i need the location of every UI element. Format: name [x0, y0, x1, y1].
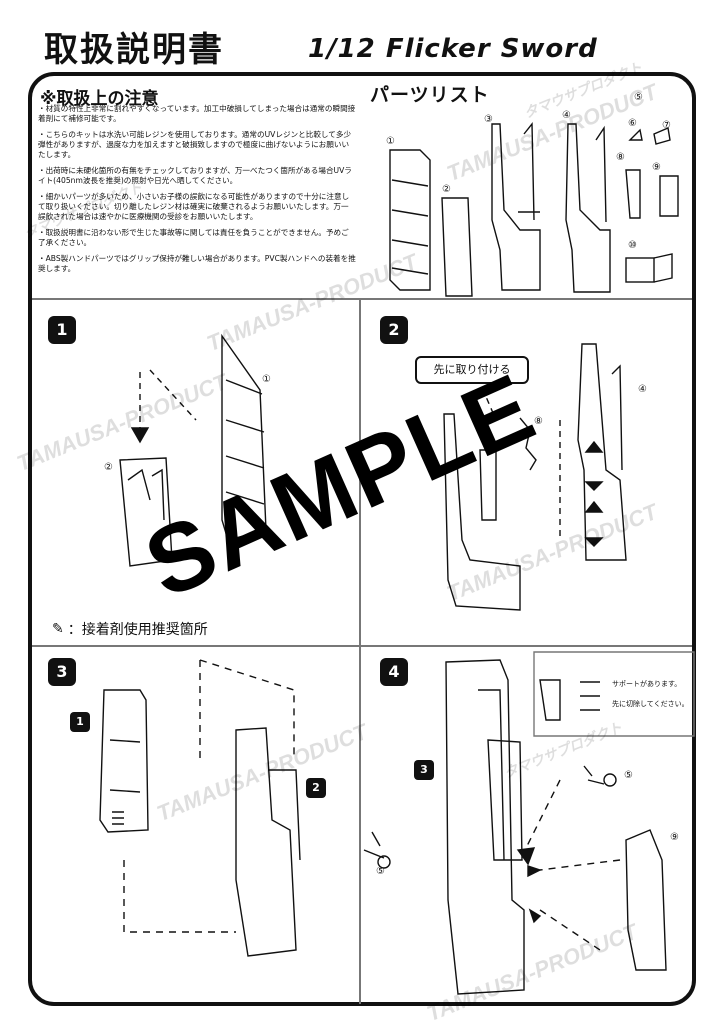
glue-legend: ✎ ：接着剤使用推奨箇所	[52, 619, 208, 639]
part-label-1: ①	[386, 136, 395, 147]
note-item: ・細かいパーツが多いため、小さいお子様の誤飲になる可能性がありますので十分に注意…	[38, 192, 350, 221]
step-4-part-label: ⑤	[624, 770, 633, 781]
note-item: ・材質の特性上非常に割れやすくなっています。加工中破損してしまった場合は通常の瞬…	[38, 104, 356, 123]
support-note-line: サポートがあります。	[612, 680, 682, 688]
glue-tube-icon: ✎	[52, 621, 64, 637]
step-4-part-label: ⑨	[670, 832, 679, 843]
note-item: ・出荷時に未硬化箇所の有無をチェックしておりますが、万一べたつく箇所がある場合U…	[38, 166, 352, 185]
part-label-4: ④	[562, 110, 571, 121]
step-4-part-label: ⑤	[376, 866, 385, 877]
divider-vertical	[359, 300, 361, 1004]
main-frame	[28, 72, 696, 1006]
step-2-part-label: ④	[638, 384, 647, 395]
step-4-badge: 4	[380, 658, 408, 686]
notes-title: ※取扱上の注意	[40, 89, 159, 109]
note-item: ・こちらのキットは水洗い可能レジンを使用しております。通常のUVレジンと比較して…	[38, 130, 352, 159]
part-label-5: ⑤	[634, 92, 643, 103]
step-1-badge: 1	[48, 316, 76, 344]
part-label-9: ⑨	[652, 162, 661, 173]
step-2-callout: 先に取り付ける	[415, 356, 529, 384]
glue-legend-text: ：接着剤使用推奨箇所	[67, 622, 208, 638]
support-note-line: 先に切除してください。	[612, 700, 689, 708]
step-3-ref-2: 2	[306, 778, 326, 798]
part-label-6: ⑥	[628, 118, 637, 129]
step-2-badge: 2	[380, 316, 408, 344]
support-note: サポートがあります。 先に切除してください。	[612, 674, 689, 714]
part-label-3: ③	[484, 114, 493, 125]
notes-list: ・材質の特性上非常に割れやすくなっています。加工中破損してしまった場合は通常の瞬…	[38, 104, 356, 280]
step-2-part-label: ⑧	[534, 416, 543, 427]
part-label-8: ⑧	[616, 152, 625, 163]
step-3-badge: 3	[48, 658, 76, 686]
note-item: ・ABS製ハンドパーツではグリップ保持が難しい場合があります。PVC製ハンドへの…	[38, 254, 356, 273]
part-label-10: ⑩	[628, 240, 637, 251]
part-label-2: ②	[442, 184, 451, 195]
divider-middle	[32, 645, 692, 647]
product-name: 1/12 Flicker Sword	[308, 34, 598, 64]
step-4-ref-3: 3	[414, 760, 434, 780]
step-3-ref-1: 1	[70, 712, 90, 732]
parts-list-title: パーツリスト	[370, 84, 490, 106]
document-title: 取扱説明書	[44, 30, 224, 70]
step-1-part-label: ②	[104, 462, 113, 473]
part-label-7: ⑦	[662, 120, 671, 131]
step-1-part-label: ①	[262, 374, 271, 385]
divider-top	[32, 298, 692, 300]
note-item: ・取扱説明書に沿わない形で生じた事故等に関しては責任を負うことができません。予め…	[38, 228, 349, 247]
